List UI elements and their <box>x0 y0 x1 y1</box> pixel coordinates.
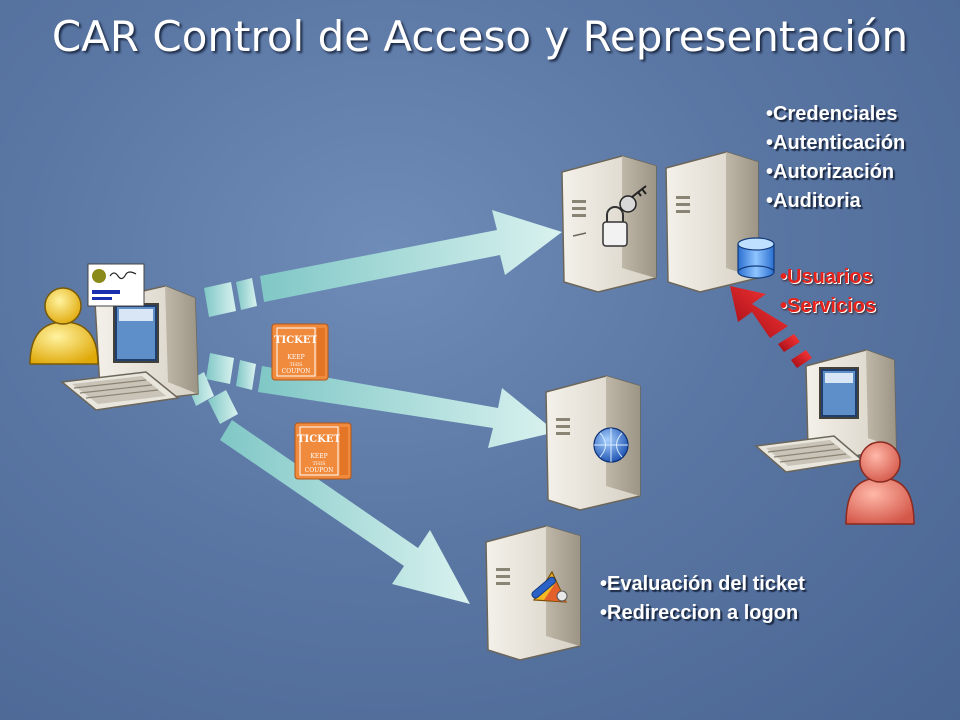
admin-computer <box>754 349 897 473</box>
user-icon <box>29 287 99 365</box>
slide-title: CAR Control de Acceso y Representación <box>51 12 909 61</box>
bullet-servicios: Servicios <box>780 292 876 321</box>
credential-card-icon <box>87 263 145 307</box>
globe-icon <box>593 427 629 463</box>
bullet-redireccion-logon: Redireccion a logon <box>600 599 805 628</box>
ticket-2-line1: TICKET <box>297 434 341 445</box>
ticket-2-line2: KEEP <box>310 453 327 460</box>
bullet-auditoria: Auditoria <box>766 187 905 216</box>
bullet-usuarios: Usuarios <box>780 263 876 292</box>
ticket-1-line1: TICKET <box>274 335 318 346</box>
arrow-to-auth-server <box>204 210 562 317</box>
ticket-1-line4: COUPON <box>282 368 311 375</box>
ticket-2-line4: COUPON <box>305 467 334 474</box>
client-computer <box>60 285 199 411</box>
admin-user-icon <box>845 441 915 525</box>
ticket-2-line3: THIS <box>312 461 326 467</box>
ticket-1-line2: KEEP <box>287 354 304 361</box>
red-arrow-admin-to-directory <box>730 286 812 368</box>
ticket-icon-2: TICKET KEEP THIS COUPON <box>294 422 352 480</box>
arrow-to-web-server <box>206 353 556 448</box>
bullet-autorizacion: Autorización <box>766 158 905 187</box>
key-lock-icon <box>602 185 647 247</box>
bullet-credenciales: Credenciales <box>766 100 905 129</box>
ticket-1-line3: THIS <box>289 362 303 368</box>
auth-server-features: Credenciales Autenticación Autorización … <box>766 100 905 216</box>
database-icon <box>737 237 775 279</box>
app-server-features: Evaluación del ticket Redireccion a logo… <box>600 570 805 628</box>
directory-contents: Usuarios Servicios <box>780 263 876 321</box>
application-icon <box>531 570 568 603</box>
ticket-icon-1: TICKET KEEP THIS COUPON <box>271 323 329 381</box>
bullet-autenticacion: Autenticación <box>766 129 905 158</box>
directory-server <box>665 151 759 293</box>
bullet-evaluacion-ticket: Evaluación del ticket <box>600 570 805 599</box>
